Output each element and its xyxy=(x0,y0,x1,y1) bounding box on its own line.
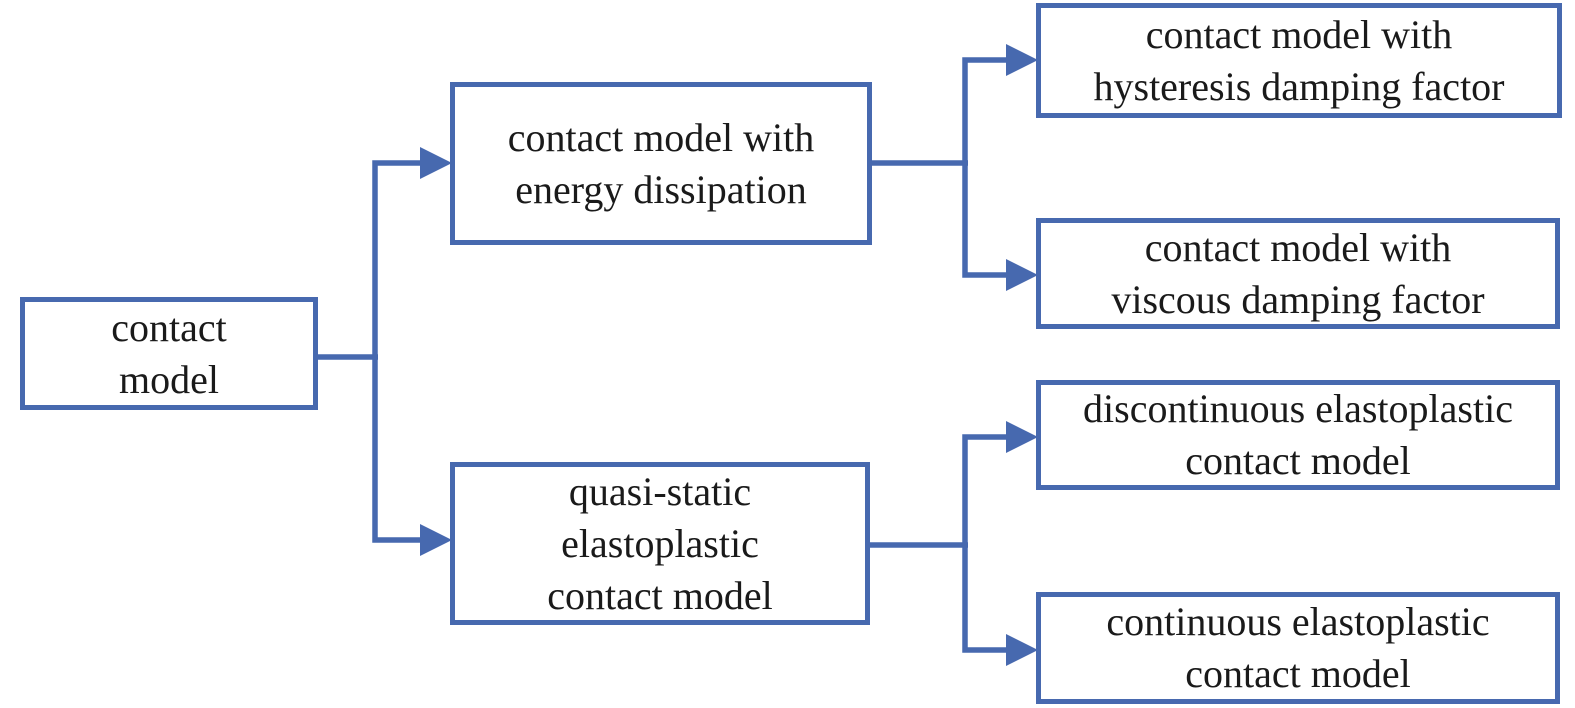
node-label-line: energy dissipation xyxy=(515,166,807,212)
node-label-line: contact model xyxy=(547,572,773,618)
node-continuous-elastoplastic: continuous elastoplastic contact model xyxy=(1036,592,1560,704)
arrowhead-icon xyxy=(420,147,452,179)
node-label-line: viscous damping factor xyxy=(1111,276,1485,322)
arrowhead-icon xyxy=(1006,259,1038,291)
arrowhead-icon xyxy=(1006,634,1038,666)
node-contact-model: contact model xyxy=(20,297,318,410)
node-label-line: elastoplastic xyxy=(561,520,759,566)
node-label-line: contact xyxy=(111,304,227,350)
node-viscous-damping: contact model with viscous damping facto… xyxy=(1036,218,1560,329)
node-label-line: hysteresis damping factor xyxy=(1093,63,1505,109)
node-label-line: contact model with xyxy=(1145,11,1453,57)
node-label-line: model xyxy=(119,356,219,402)
edge-energy-branch xyxy=(962,57,1010,278)
arrowhead-icon xyxy=(420,524,452,556)
arrowhead-icon xyxy=(1006,44,1038,76)
node-quasi-static-elastoplastic: quasi-static elastoplastic contact model xyxy=(450,462,870,625)
node-discontinuous-elastoplastic: discontinuous elastoplastic contact mode… xyxy=(1036,380,1560,490)
node-label-line: discontinuous elastoplastic xyxy=(1083,386,1513,431)
edge-quasi-branch xyxy=(962,434,1010,653)
arrowhead-icon xyxy=(1006,421,1038,453)
node-label-line: contact model xyxy=(1185,651,1411,696)
node-label-line: continuous elastoplastic xyxy=(1106,599,1490,644)
node-energy-dissipation: contact model with energy dissipation xyxy=(450,82,872,245)
node-label-line: contact model with xyxy=(507,114,815,160)
node-hysteresis-damping: contact model with hysteresis damping fa… xyxy=(1036,3,1562,118)
edge-root-branch xyxy=(372,160,424,543)
node-label-line: contact model xyxy=(1185,438,1411,483)
node-label-line: contact model with xyxy=(1144,224,1452,270)
node-label-line: quasi-static xyxy=(568,468,752,514)
